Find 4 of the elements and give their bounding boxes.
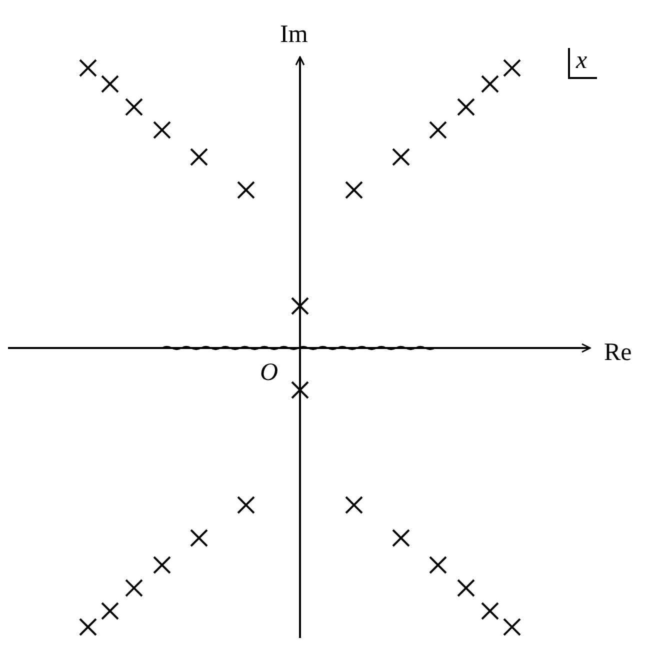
axis-label: Re — [604, 340, 632, 365]
origin-label: O — [260, 360, 278, 385]
axis-label: Im — [280, 22, 308, 47]
variable-label: x — [568, 48, 598, 79]
